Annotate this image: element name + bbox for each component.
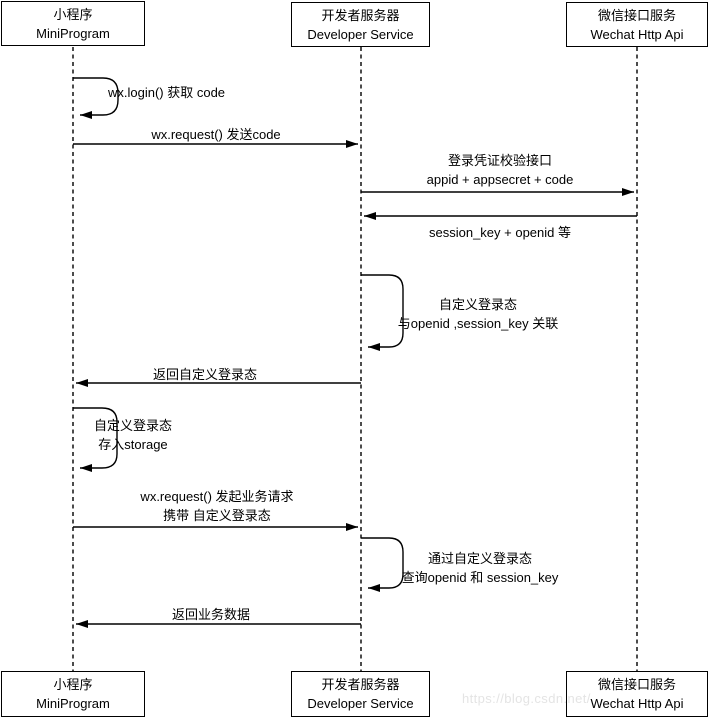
participant-name-cn: 开发者服务器 xyxy=(321,7,400,23)
participant-name-en: MiniProgram xyxy=(36,696,110,711)
participant-box-miniprogram-top: 小程序 MiniProgram xyxy=(1,1,145,46)
participant-name-en: Developer Service xyxy=(307,696,414,711)
participant-name-cn: 小程序 xyxy=(53,677,93,692)
self-loop-query-session xyxy=(361,537,404,592)
participant-name-cn: 开发者服务器 xyxy=(321,677,400,692)
participant-name-en: Developer Service xyxy=(307,26,414,42)
watermark: https://blog.csdn.net/ xyxy=(462,691,591,706)
message-label-return-token: 返回自定义登录态 xyxy=(152,367,258,382)
message-label-code2session: 登录凭证校验接口 appid + appsecret + code xyxy=(426,153,574,187)
participant-box-wechat-bottom: 微信接口服务 Wechat Http Api xyxy=(566,671,708,717)
message-label-store-storage: 自定义登录态 存入storage xyxy=(93,418,173,452)
message-label-create-session: 自定义登录态 与openid ,session_key 关联 xyxy=(397,297,559,331)
participant-name-en: MiniProgram xyxy=(36,25,110,41)
participant-name-en: Wechat Http Api xyxy=(590,26,684,42)
message-label-return-data: 返回业务数据 xyxy=(171,607,251,622)
participant-name-cn: 小程序 xyxy=(53,6,93,22)
message-label-send-code: wx.request() 发送code xyxy=(151,127,281,142)
participant-box-developer-top: 开发者服务器 Developer Service xyxy=(291,2,430,47)
participant-box-miniprogram-bottom: 小程序 MiniProgram xyxy=(1,671,145,717)
self-loop-wx-login xyxy=(73,77,119,119)
message-label-business-request: wx.request() 发起业务请求 携带 自定义登录态 xyxy=(140,489,294,523)
participant-name-cn: 微信接口服务 xyxy=(597,677,676,692)
self-loop-store-storage xyxy=(73,407,118,472)
participant-box-developer-bottom: 开发者服务器 Developer Service xyxy=(291,671,430,717)
message-label-session-key-back: session_key + openid 等 xyxy=(428,225,572,240)
participant-box-wechat-top: 微信接口服务 Wechat Http Api xyxy=(566,2,708,47)
message-label-wx-login: wx.login() 获取 code xyxy=(108,85,226,100)
participant-name-en: Wechat Http Api xyxy=(590,696,684,711)
participant-name-cn: 微信接口服务 xyxy=(597,7,676,23)
self-loop-create-session xyxy=(361,274,404,351)
message-label-query-session: 通过自定义登录态 查询openid 和 session_key xyxy=(401,551,559,585)
